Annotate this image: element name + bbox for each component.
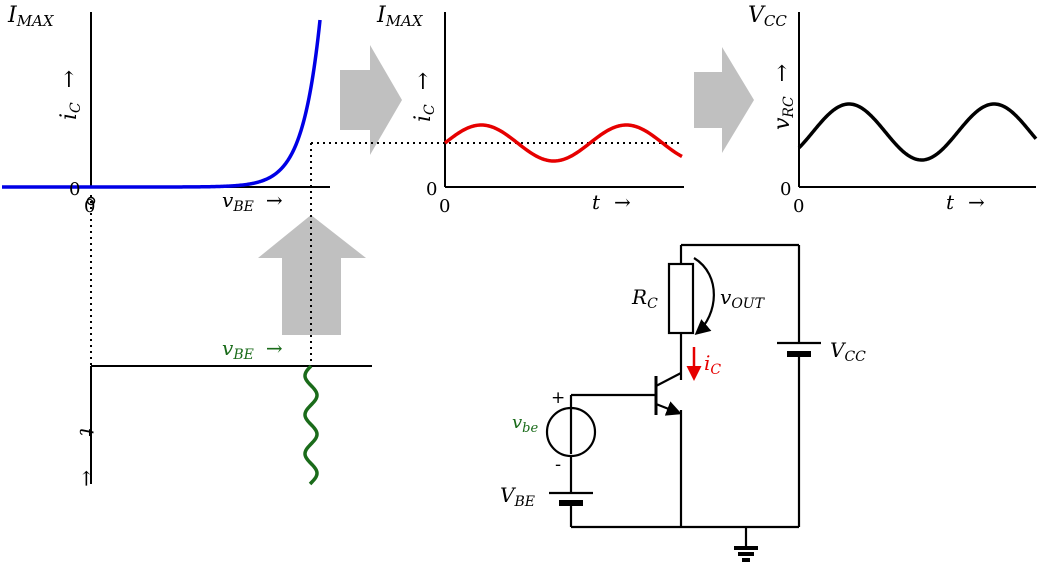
flow-arrow-right-1 xyxy=(340,45,402,155)
origin-marker xyxy=(86,196,96,206)
ac-source-plus: + xyxy=(551,388,565,408)
collector-resistor xyxy=(667,262,695,335)
svg-text:iC→: iC→ xyxy=(411,72,438,122)
transfer-characteristic-plot: IMAX iC→ 0 0 vBE→ xyxy=(2,3,330,370)
svg-text:IMAX: IMAX xyxy=(7,3,55,30)
amplifier-circuit xyxy=(545,243,821,562)
plot2-ymax-subscript: MAX xyxy=(385,12,424,30)
vout-arrow xyxy=(693,257,715,336)
ac-source-minus: - xyxy=(555,455,561,475)
rc-label: RC xyxy=(631,285,658,312)
svg-text:←: ← xyxy=(75,470,99,487)
svg-text:VCC: VCC xyxy=(748,3,787,30)
ic-label: iC xyxy=(704,351,721,378)
plot4-time-arrow: ← xyxy=(75,470,99,487)
plot3-x-axis-label: t→ xyxy=(946,190,985,214)
svg-text:IMAX: IMAX xyxy=(376,3,424,30)
svg-text:vRC→: vRC→ xyxy=(770,64,797,130)
transfer-curve xyxy=(2,19,322,189)
collector-current-plot: IMAX iC→ 0 0 t→ xyxy=(376,3,684,217)
vrc-wave xyxy=(797,102,1038,162)
resistor-voltage-plot: VCC vRC→ 0 0 t→ xyxy=(748,3,1038,217)
plot2-y-axis-label: iC→ xyxy=(411,72,438,122)
plot3-ymax-label: V xyxy=(748,3,766,28)
plot3-ymax-subscript: CC xyxy=(764,12,787,30)
plot3-y-axis-label: vRC→ xyxy=(770,64,797,130)
plot3-origin-y: 0 xyxy=(780,179,791,200)
plot1-ymax-label: I xyxy=(7,3,18,28)
plot4-time-axis-label: t xyxy=(75,428,99,437)
ground-icon xyxy=(734,546,758,562)
svg-text:iC→: iC→ xyxy=(57,70,84,120)
vbe-dc-label: VBE xyxy=(500,483,535,510)
plot1-ymax-subscript: MAX xyxy=(16,12,55,30)
plot4-x-axis-label: vBE→ xyxy=(222,336,283,363)
vcc-label: VCC xyxy=(830,338,866,365)
vbe-ac-label: vbe xyxy=(512,412,538,436)
ic-wave xyxy=(443,123,683,163)
base-voltage-plot: vBE→ t ← xyxy=(75,336,372,487)
plot1-y-axis-label: iC→ xyxy=(57,70,84,120)
flow-arrow-right-2 xyxy=(694,47,754,153)
plot2-origin-x: 0 xyxy=(439,196,450,217)
vout-label: vOUT xyxy=(720,285,766,312)
plot1-origin-y: 0 xyxy=(69,179,80,200)
vbe-wave xyxy=(303,364,319,486)
plot1-origin-x: 0 xyxy=(84,196,95,217)
plot3-origin-x: 0 xyxy=(793,196,804,217)
transistor-collector-lead xyxy=(655,372,682,387)
svg-text:t: t xyxy=(75,428,99,437)
plot1-x-axis-label: vBE→ xyxy=(222,188,283,215)
plot2-ymax-label: I xyxy=(376,3,387,28)
transistor-emitter-lead xyxy=(655,401,682,416)
plot2-origin-y: 0 xyxy=(426,179,437,200)
plot2-x-axis-label: t→ xyxy=(592,190,631,214)
